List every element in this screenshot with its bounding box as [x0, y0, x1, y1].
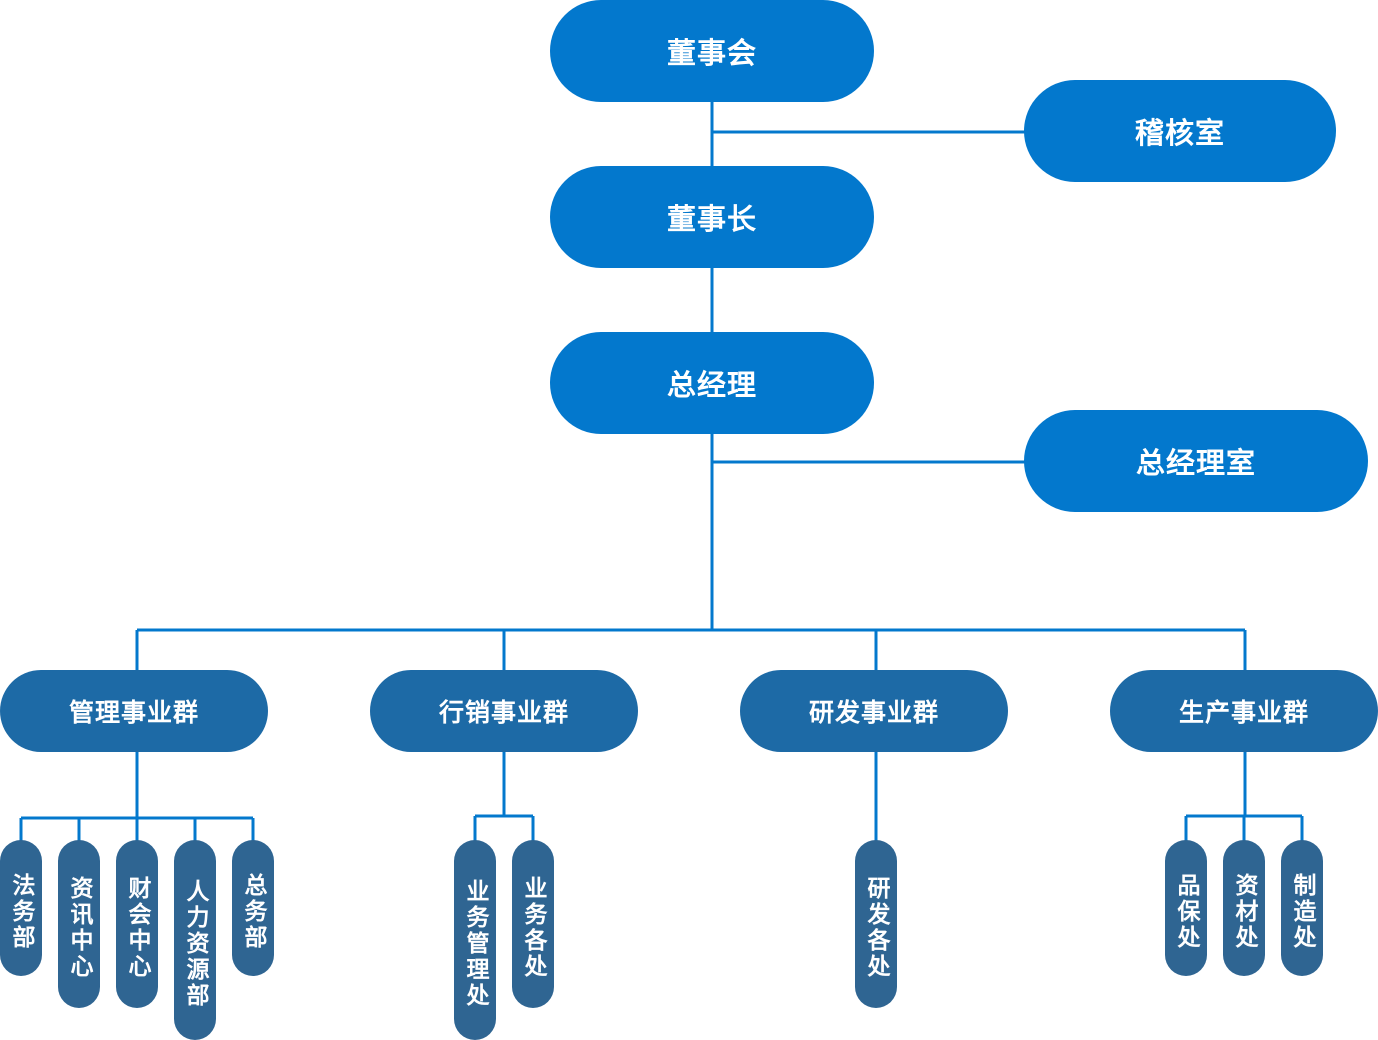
- dept-label: 研发各处: [863, 876, 889, 980]
- dept-label: 资材处: [1231, 873, 1257, 951]
- gm-office-node: 总经理室: [1024, 410, 1368, 512]
- dept-general-affairs: 总务部: [232, 840, 274, 976]
- group-production: 生产事业群: [1110, 670, 1378, 752]
- group-label: 行销事业群: [438, 698, 569, 727]
- group-label: 生产事业群: [1178, 698, 1309, 727]
- dept-quality-assurance: 品保处: [1165, 840, 1207, 976]
- group-marketing: 行销事业群: [370, 670, 638, 752]
- board-node: 董事会: [550, 0, 874, 102]
- group-label: 管理事业群: [68, 698, 199, 727]
- dept-label: 制造处: [1289, 873, 1315, 951]
- dept-materials: 资材处: [1223, 840, 1265, 976]
- dept-label: 资讯中心: [66, 876, 92, 980]
- general-manager-node: 总经理: [550, 332, 874, 434]
- group-label: 研发事业群: [808, 698, 939, 727]
- dept-label: 法务部: [8, 873, 34, 951]
- group-management: 管理事业群: [0, 670, 268, 752]
- dept-sales-offices: 业务各处: [512, 840, 554, 1008]
- dept-finance-center: 财会中心: [116, 840, 158, 1008]
- dept-hr: 人力资源部: [174, 840, 216, 1040]
- audit-office-node: 稽核室: [1024, 80, 1336, 182]
- dept-label: 财会中心: [124, 876, 150, 980]
- general-manager-label: 总经理: [666, 368, 757, 402]
- chairman-label: 董事长: [666, 202, 757, 236]
- dept-sales-management: 业务管理处: [454, 840, 496, 1040]
- dept-legal: 法务部: [0, 840, 42, 976]
- dept-label: 业务管理处: [462, 879, 488, 1009]
- audit-office-label: 稽核室: [1134, 116, 1225, 150]
- dept-label: 人力资源部: [182, 879, 208, 1009]
- dept-label: 业务各处: [520, 876, 546, 980]
- dept-label: 总务部: [240, 873, 266, 951]
- chairman-node: 董事长: [550, 166, 874, 268]
- dept-label: 品保处: [1173, 873, 1199, 951]
- board-label: 董事会: [666, 36, 757, 70]
- dept-manufacturing: 制造处: [1281, 840, 1323, 976]
- gm-office-label: 总经理室: [1135, 446, 1256, 480]
- group-rnd: 研发事业群: [740, 670, 1008, 752]
- dept-rnd-offices: 研发各处: [855, 840, 897, 1008]
- dept-it-center: 资讯中心: [58, 840, 100, 1008]
